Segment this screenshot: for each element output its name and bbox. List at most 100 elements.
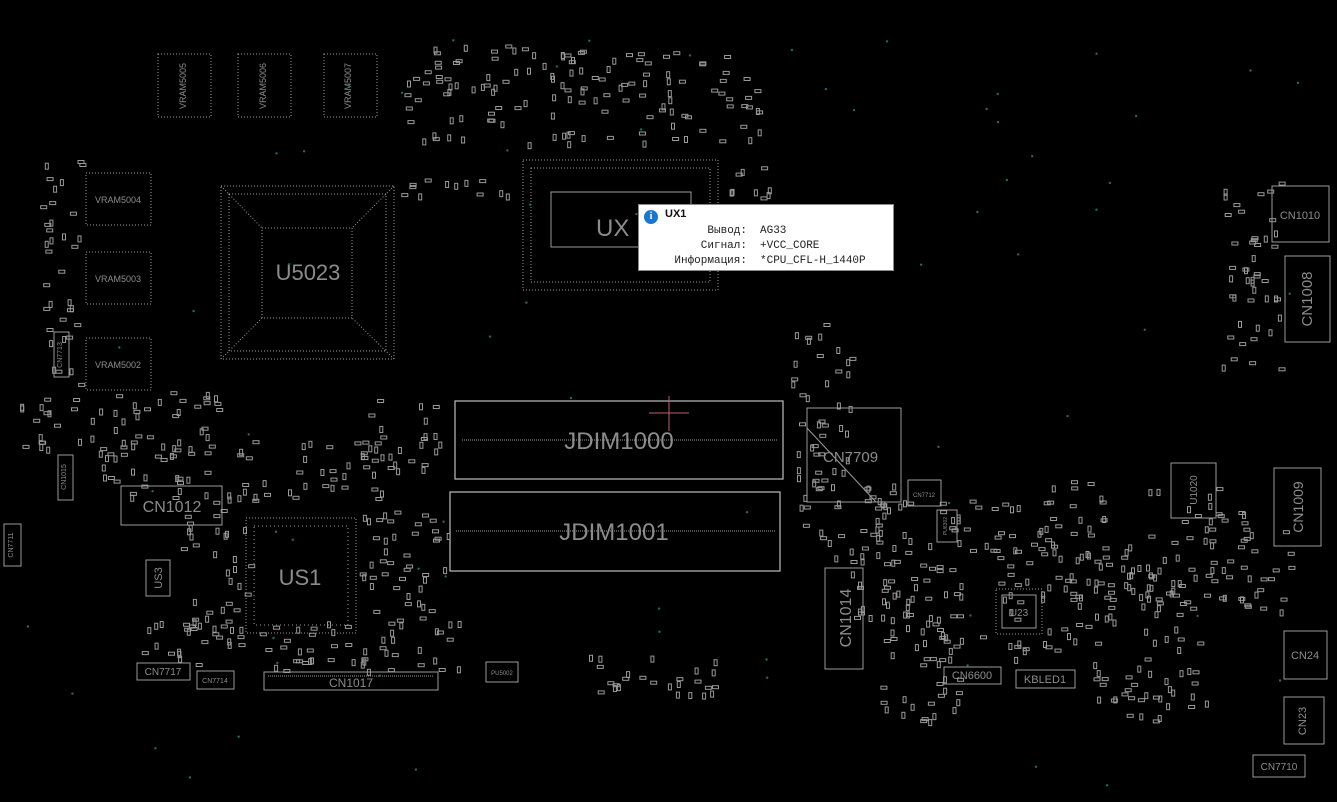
passive-part <box>1141 603 1146 611</box>
cn6600-connector[interactable]: CN6600 <box>943 666 1002 685</box>
passive-part <box>401 193 409 198</box>
passive-part <box>937 628 944 632</box>
passive-part <box>1207 493 1212 501</box>
passive-part <box>956 517 961 525</box>
passive-part <box>1087 525 1092 533</box>
passive-part <box>803 494 808 502</box>
us3-chip[interactable]: US3 <box>145 559 171 597</box>
passive-part <box>192 598 197 606</box>
vram5002[interactable]: VRAM5002 <box>85 337 152 391</box>
passive-part <box>892 545 897 552</box>
passive-part <box>834 555 839 563</box>
cn24-connector[interactable]: CN24 <box>1283 630 1328 680</box>
passive-part <box>461 136 466 144</box>
passive-part <box>62 233 66 241</box>
cn7712-connector[interactable]: CN7712 <box>907 479 942 507</box>
cn7714-connector[interactable]: CN7714 <box>196 670 235 690</box>
passive-part <box>1222 594 1227 602</box>
passive-part <box>644 61 652 66</box>
passive-part <box>601 109 609 114</box>
cn1010-connector[interactable]: CN1010 <box>1271 185 1330 243</box>
passive-part <box>1176 612 1184 617</box>
pu6302-chip[interactable]: PU6302 <box>936 509 958 543</box>
passive-part <box>846 359 851 367</box>
passive-part <box>387 668 395 673</box>
passive-part <box>499 190 504 198</box>
passive-part <box>850 560 858 564</box>
ux1-cpu[interactable]: UX <box>522 159 719 291</box>
passive-part <box>424 70 432 75</box>
vram5003[interactable]: VRAM5003 <box>85 251 152 305</box>
jdim1001-slot[interactable]: JDIM1001 <box>449 491 781 572</box>
passive-part <box>820 536 828 541</box>
passive-part <box>596 664 604 669</box>
cn7710-connector[interactable]: CN7710 <box>1252 754 1306 778</box>
cn7717-connector[interactable]: CN7717 <box>136 662 191 681</box>
passive-part <box>914 644 919 652</box>
passive-part <box>154 642 159 650</box>
passive-part <box>361 456 369 460</box>
vram5004[interactable]: VRAM5004 <box>85 172 152 226</box>
passive-part <box>1229 275 1234 283</box>
vram5007[interactable]: VRAM5007 <box>323 53 378 118</box>
passive-part <box>1043 641 1047 648</box>
vram5006[interactable]: VRAM5006 <box>237 53 292 118</box>
via <box>1143 328 1147 331</box>
passive-part <box>589 654 593 662</box>
passive-part <box>113 455 118 463</box>
passive-part <box>433 51 441 56</box>
pu5002-chip[interactable]: PU5002 <box>485 661 519 683</box>
via <box>417 567 420 570</box>
vias <box>26 39 1300 787</box>
cn1009-connector[interactable]: CN1009 <box>1273 467 1322 547</box>
us1-pch[interactable]: US1 <box>245 517 357 634</box>
passive-part <box>671 122 675 130</box>
passive-part <box>360 661 365 669</box>
passive-part <box>551 75 555 83</box>
via <box>745 511 749 514</box>
u23-chip[interactable]: U23 <box>995 588 1043 635</box>
passive-part <box>1254 243 1262 247</box>
passive-part <box>421 466 426 474</box>
cn1014-connector[interactable]: CN1014 <box>824 567 864 670</box>
passive-part <box>417 600 421 608</box>
u5023-gpu[interactable]: U5023 <box>220 185 395 360</box>
passive-part <box>404 93 412 98</box>
passive-part <box>642 140 647 148</box>
passive-part <box>936 569 944 574</box>
tooltip-key: Сигнал: <box>700 240 747 252</box>
passive-part <box>371 458 379 463</box>
cn1017-connector[interactable]: CN1017 <box>263 671 439 691</box>
passive-part <box>704 685 712 690</box>
passive-part <box>726 97 734 102</box>
passive-part <box>1267 189 1275 194</box>
passive-part <box>1112 619 1117 627</box>
passive-part <box>105 455 109 463</box>
passive-part <box>875 506 883 511</box>
cn7711-connector[interactable]: CN7711 <box>3 523 22 567</box>
cn1015-connector[interactable]: CN1015 <box>57 454 74 501</box>
passive-part <box>1204 700 1209 708</box>
passive-part <box>433 657 438 665</box>
passive-part <box>174 448 182 453</box>
cn6600-label: CN6600 <box>952 670 992 682</box>
passive-part <box>1190 693 1195 701</box>
vram5005[interactable]: VRAM5005 <box>157 53 212 118</box>
cn1012-connector[interactable]: CN1012 <box>120 485 223 526</box>
passive-part <box>359 572 367 577</box>
passive-part <box>225 530 229 538</box>
kbled1-connector[interactable]: KBLED1 <box>1015 669 1076 689</box>
cn1008-connector[interactable]: CN1008 <box>1284 255 1331 343</box>
passive-part <box>1125 675 1133 680</box>
passive-part <box>326 445 334 450</box>
passive-part <box>280 645 288 650</box>
via <box>276 661 279 665</box>
cn7713-connector[interactable]: CN7713 <box>53 331 70 378</box>
cn23-connector[interactable]: CN23 <box>1283 696 1325 745</box>
passive-part <box>1147 595 1151 603</box>
jdim1000-slot[interactable]: JDIM1000 <box>454 400 784 480</box>
passive-part <box>726 104 734 109</box>
passive-part <box>816 354 824 358</box>
u1020-chip[interactable]: U1020 <box>1170 462 1217 519</box>
